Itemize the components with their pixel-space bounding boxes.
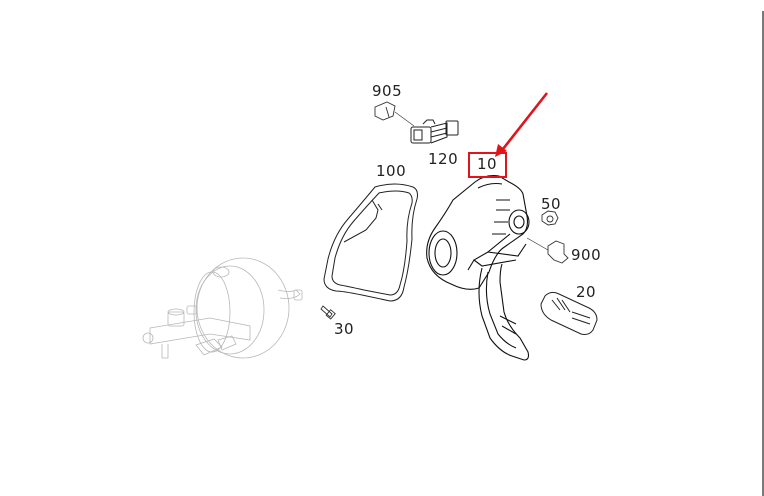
sensor-drawing — [410, 119, 459, 144]
pedal-assembly-drawing — [426, 175, 530, 361]
brake-booster-drawing — [142, 257, 303, 359]
highlight-arrow — [495, 92, 549, 157]
callout-100[interactable]: 100 — [376, 162, 407, 180]
callout-30[interactable]: 30 — [334, 320, 355, 338]
part-10-highlight-box — [468, 152, 507, 178]
callout-50[interactable]: 50 — [541, 195, 562, 213]
bolt-drawing — [320, 305, 336, 320]
panel-divider — [762, 11, 764, 496]
callout-905[interactable]: 905 — [372, 82, 403, 100]
bushing-drawing — [526, 237, 569, 264]
clip-drawing — [374, 101, 415, 127]
callout-900[interactable]: 900 — [571, 246, 602, 264]
nut-drawing — [541, 210, 559, 226]
pedal-pad-drawing — [540, 291, 598, 335]
gasket-drawing — [323, 183, 418, 302]
callout-120[interactable]: 120 — [428, 150, 459, 168]
callout-20[interactable]: 20 — [576, 283, 597, 301]
callout-10[interactable]: 10 — [477, 155, 498, 173]
